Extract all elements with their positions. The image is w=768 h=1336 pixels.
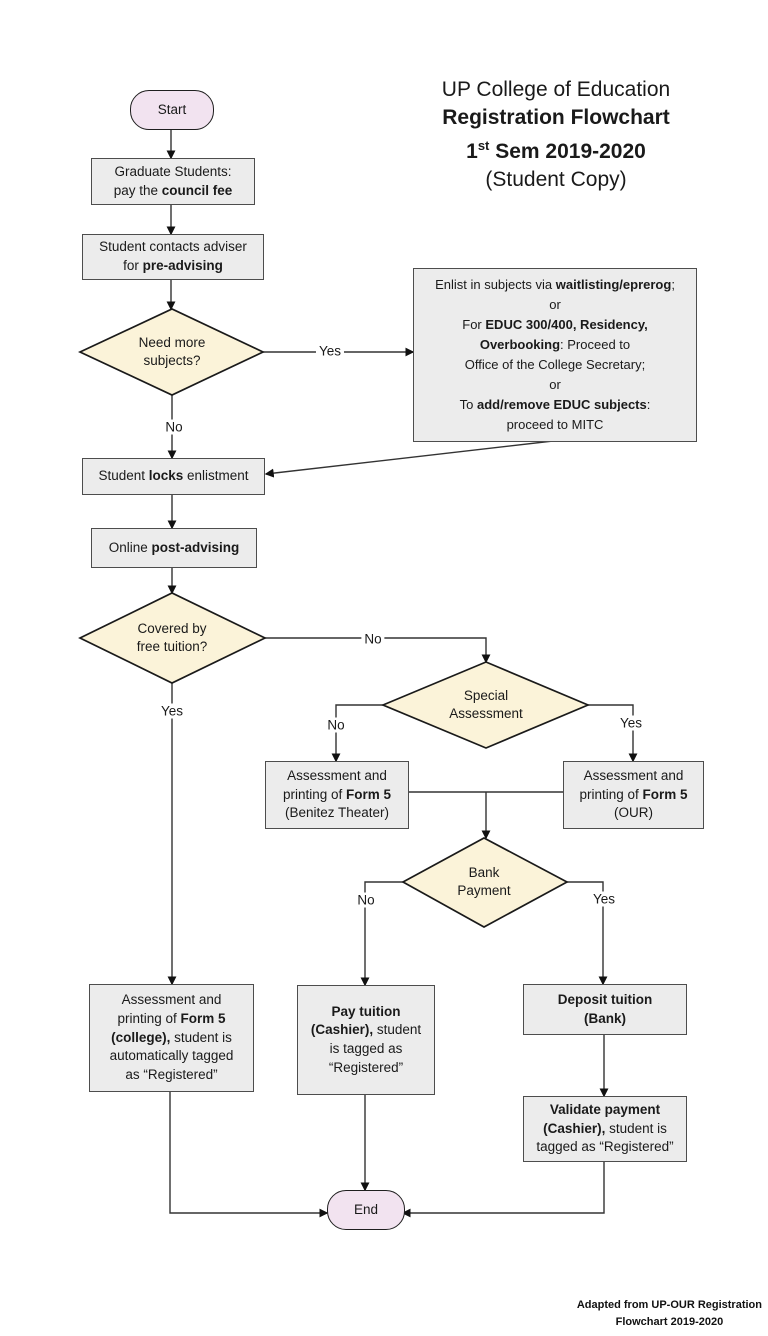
process-post-advising: Online post-advising [91,528,257,568]
edge-free-tuition-no [265,637,491,664]
end-label: End [353,1201,379,1217]
title-line-2: Registration Flowchart [442,106,670,129]
title-line-1: UP College of Education [441,78,671,101]
edge-label-yes: Yes [589,891,619,907]
title-line-4: (Student Copy) [485,168,627,191]
process-enlist-options: Enlist in subjects via waitlisting/eprer… [413,268,697,442]
edge-label-yes: Yes [315,343,345,359]
process-locks-enlistment-label: Student locks enlistment [98,468,249,484]
title-line-3: 1st Sem 2019-2020 [466,138,646,163]
start-label: Start [157,101,187,117]
decision-special-assessment-shape [380,661,591,749]
footer-line-1: Adapted from UP-OUR Registration [576,1299,762,1311]
page-title: UP College of Education Registration Flo… [442,76,670,194]
edge-label-yes: Yes [616,715,646,731]
edge-label-no: No [361,631,385,647]
edge-enlist-to-locks [264,440,554,478]
process-council-fee: Graduate Students:pay the council fee [91,158,255,205]
edge-special-yes [588,704,638,763]
edge-label-no: No [324,717,348,733]
process-council-fee-label: Graduate Students:pay the council fee [113,163,233,198]
edge-label-no: No [354,892,378,908]
start-node: Start [130,90,214,130]
edge-bank-yes [567,881,608,986]
process-post-advising-label: Online post-advising [108,539,240,555]
edge-bank-no [360,881,403,987]
process-enlist-options-label: Enlist in subjects via waitlisting/eprer… [435,277,675,432]
process-locks-enlistment: Student locks enlistment [82,458,265,495]
decision-bank-payment-shape [401,837,569,928]
decision-need-more-subjects-shape [77,308,265,396]
edge-label-no: No [162,419,186,435]
end-node: End [327,1190,405,1230]
edge-special-no [331,704,383,763]
edge-college-to-end [169,1090,329,1218]
process-deposit-tuition: Deposit tuition(Bank) [523,984,687,1035]
footer-line-2: Flowchart 2019-2020 [615,1316,724,1329]
decision-free-tuition-shape [78,592,267,684]
process-deposit-tuition-label: Deposit tuition(Bank) [557,991,653,1026]
footer-credit: Adapted from UP-OUR Registration Flowcha… [577,1297,762,1331]
edge-label-yes: Yes [157,703,187,719]
edge-validate-to-end [401,1160,605,1218]
